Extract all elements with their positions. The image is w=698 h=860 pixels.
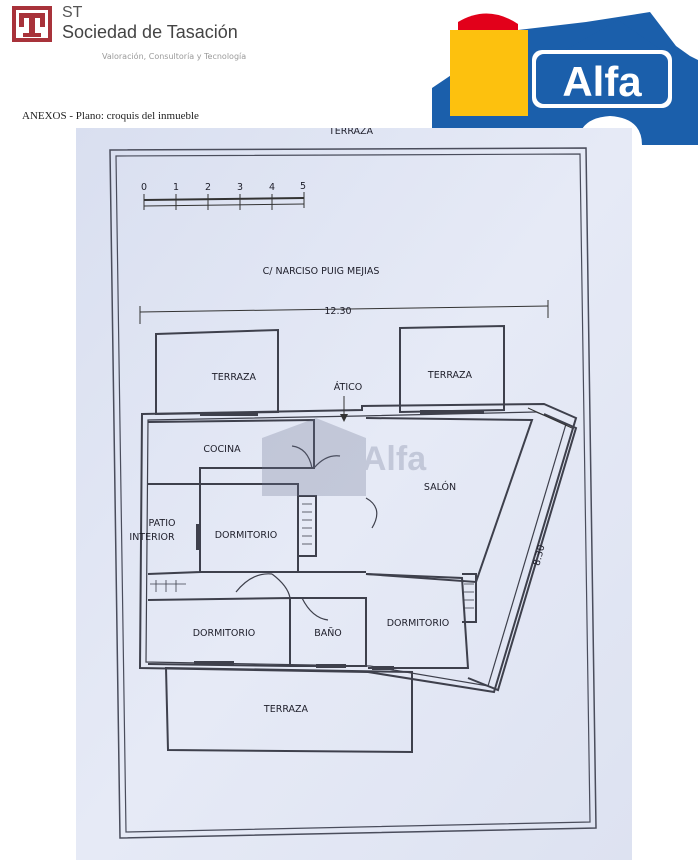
st-brand-name: ST Sociedad de Tasación [62,4,238,42]
dimension-width: 12.30 [324,306,351,317]
room-terraza-right: TERRAZA [427,370,473,381]
room-terraza-left: TERRAZA [211,372,257,383]
watermark-text: Alfa [362,440,427,478]
section-title: ANEXOS - Plano: croquis del inmueble [22,110,199,122]
scale-tick-label: 0 [141,182,147,193]
company-name: Sociedad de Tasación [62,22,238,42]
scale-bar: 0 1 2 3 4 5 [141,181,306,210]
room-dormitorio-left: DORMITORIO [193,628,256,639]
scale-tick-label: 3 [237,182,243,193]
room-dormitorio-center: DORMITORIO [215,530,278,541]
closet-hatching [150,503,474,609]
street-name: C/ NARCISO PUIG MEJIAS [263,266,380,277]
door-arcs [235,445,378,621]
room-bano: BAÑO [314,628,342,639]
company-tagline: Valoración, Consultoría y Tecnología [102,52,247,61]
scale-tick-label: 1 [173,182,179,193]
alfa-yellow-shape [450,30,528,116]
scale-tick-label: 5 [300,181,306,192]
dimension-depth: 8.30 [532,544,548,567]
cut-off-title: TERRAZA [328,128,374,137]
room-cocina: COCINA [203,444,241,455]
window-marks [194,410,484,670]
st-logo [12,6,52,42]
alfa-watermark: Alfa [262,418,427,496]
alfa-logo: Alfa [432,12,698,145]
room-salon: SALÓN [424,481,456,493]
room-terraza-bottom: TERRAZA [263,704,309,715]
room-patio: PATIO [149,518,176,529]
floor-plan-walls [138,324,578,754]
alfa-logo-text: Alfa [562,58,642,105]
scale-tick-label: 2 [205,182,211,193]
floor-plan-photo: TERRAZA 0 1 2 3 4 5 C/ NARCISO PUIG MEJI… [76,128,632,860]
room-interior: INTERIOR [129,532,175,543]
scale-tick-label: 4 [269,182,275,193]
room-dormitorio-right: DORMITORIO [387,618,450,629]
company-abbr: ST [62,4,83,21]
room-atico: ÁTICO [334,381,362,393]
